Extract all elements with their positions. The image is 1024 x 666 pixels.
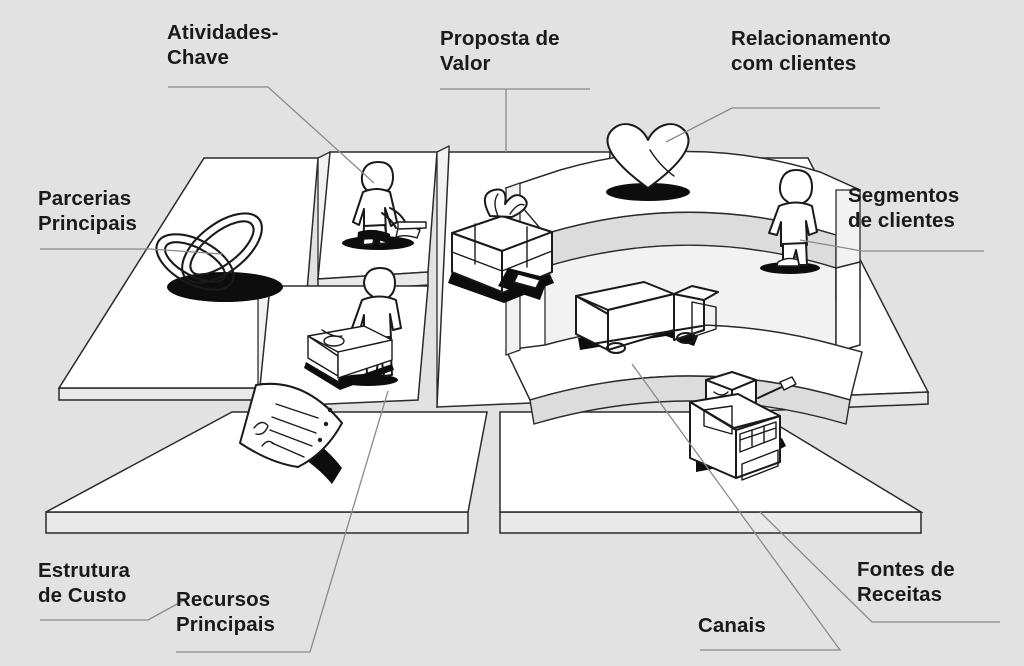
heart-icon [606,123,690,201]
cash-register-icon [689,371,797,481]
standing-person-icon [760,169,820,274]
worker-sweeping-icon [342,161,427,250]
leader-cost-structure [40,596,191,621]
label-customer-segments[interactable]: Segmentos de clientes [848,184,960,232]
worker-machine-icon [304,267,402,390]
slab-cost-structure [45,411,488,534]
label-customer-relationships[interactable]: Relacionamento com clientes [731,27,891,75]
gift-box-icon [448,188,554,303]
leader-value-prop [440,88,590,152]
leader-lines [40,86,1000,653]
leader-revenue [759,511,1000,623]
leader-customer-rel [665,107,880,143]
label-cost-structure[interactable]: Estrutura de Custo [38,559,131,607]
label-revenue-streams[interactable]: Fontes de Receitas [857,558,955,606]
label-key-activities[interactable]: Atividades- Chave [167,21,279,69]
leader-channels [631,363,842,651]
label-value-proposition[interactable]: Proposta de Valor [440,27,560,75]
interlocking-rings-icon [155,212,283,302]
leader-key-activities [168,86,375,184]
invoice-document-icon [239,382,343,484]
label-channels[interactable]: Canais [698,614,766,637]
delivery-truck-icon [575,281,719,354]
leader-key-partners [40,248,223,255]
leader-key-resources [176,390,389,653]
label-key-resources[interactable]: Recursos Principais [176,588,275,636]
label-key-partners[interactable]: Parcerias Principais [38,187,137,235]
leader-customer-seg [799,239,984,252]
